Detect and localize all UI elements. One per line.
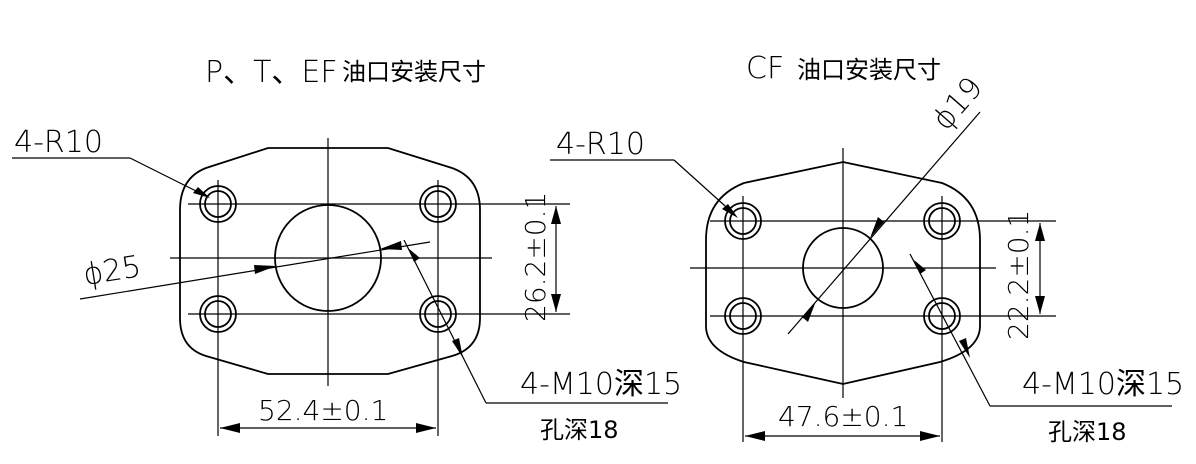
right-title-latin: CF [746,51,784,86]
right-horizontal-dim-label: 47.6±0.1 [778,400,908,433]
left-title-cn: 油口安装尺寸 [342,58,486,86]
left-corner-radius-label: 4-R10 [14,125,103,160]
right-corner-radius-label: 4-R10 [556,127,645,162]
right-thread-label: 4-M10深15 [1022,367,1184,402]
right-center-lines [690,148,1056,442]
right-hole-depth-label: 孔深18 [1048,418,1127,446]
left-center-lines [170,138,570,436]
left-vertical-dim-label: 26.2±0.1 [519,192,552,322]
right-title-cn: 油口安装尺寸 [797,56,941,84]
left-thread-label: 4-M10深15 [520,367,682,402]
left-flange: P、T、EF 油口安装尺寸 4-R10 ϕ2 [12,55,682,444]
left-horizontal-dim-label: 52.4±0.1 [258,394,388,427]
left-hole-depth-label: 孔深18 [540,416,619,444]
left-bore-diameter-label: ϕ25 [81,249,144,293]
right-vertical-dim-label: 22.2±0.1 [1002,210,1035,340]
left-flange-outline [179,147,481,375]
left-title-latin: P、T、EF [205,55,338,90]
